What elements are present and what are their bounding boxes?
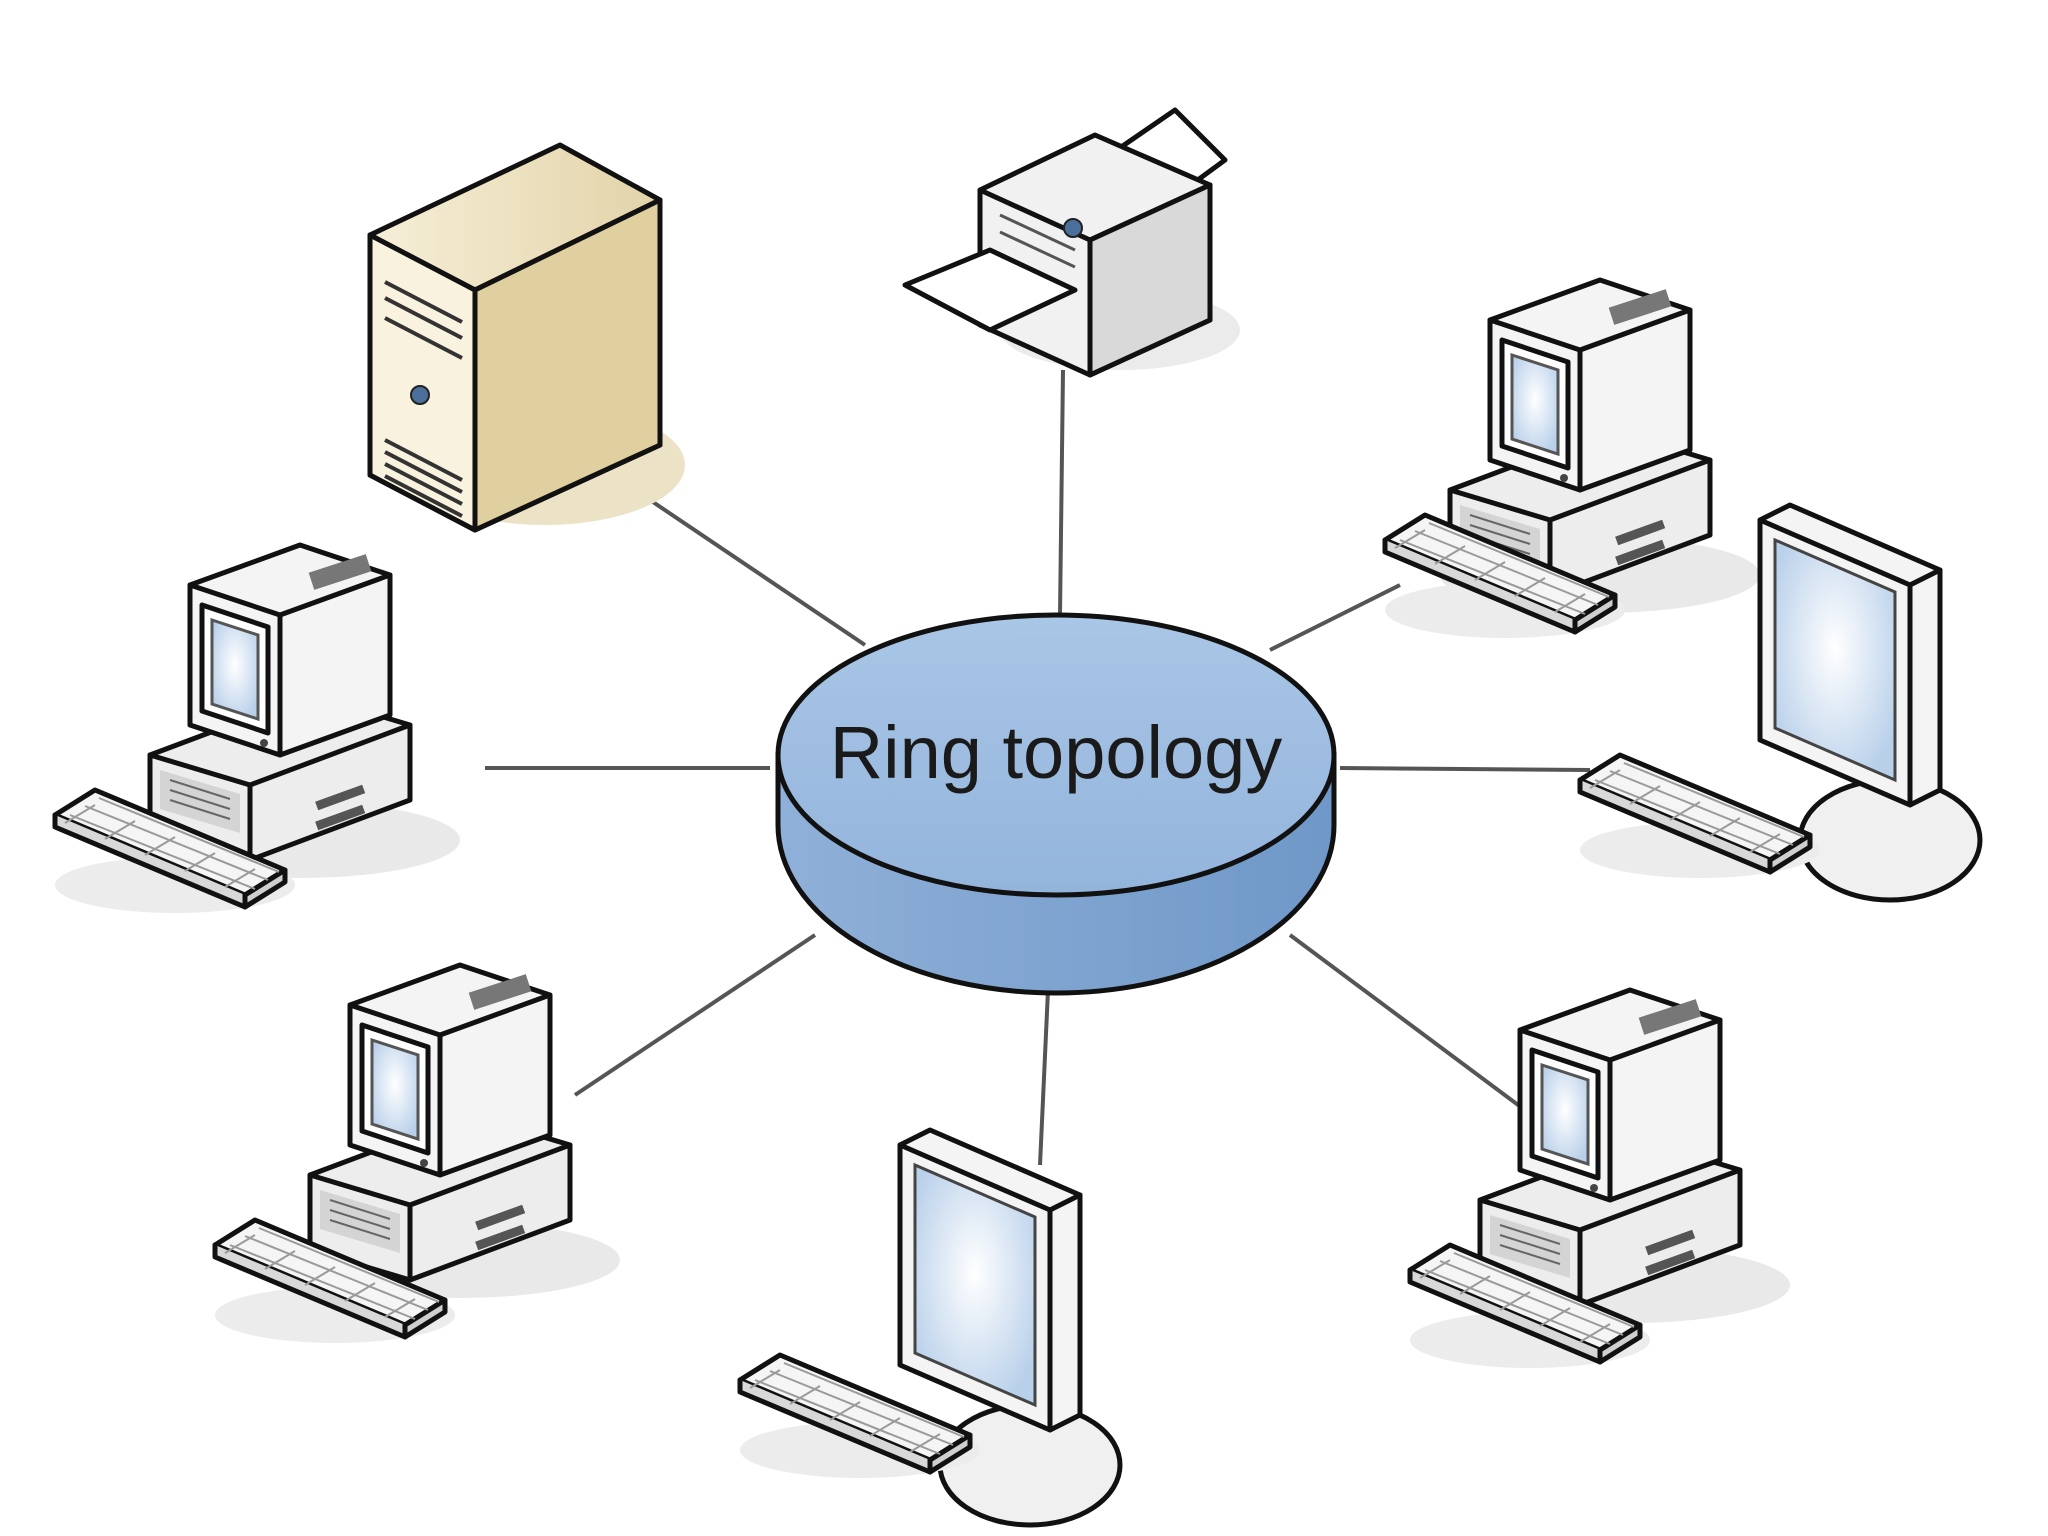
link-pc-bottom-left [573,933,817,1097]
server-icon [367,142,685,533]
connection-links [485,369,1591,1166]
link-monitor-right [1339,766,1591,772]
link-pc-bottom-right [1288,933,1547,1127]
link-pc-top-right [1269,583,1401,652]
link-server [648,498,867,647]
keyboard-icon [1580,755,1820,878]
desktop-computer-icon [300,965,620,1298]
ring-hub: Ring topology [775,612,1337,996]
link-monitor-bottom [1038,989,1050,1166]
link-printer [1058,369,1065,616]
printer-icon [902,107,1240,378]
hub-label: Ring topology [830,711,1283,794]
